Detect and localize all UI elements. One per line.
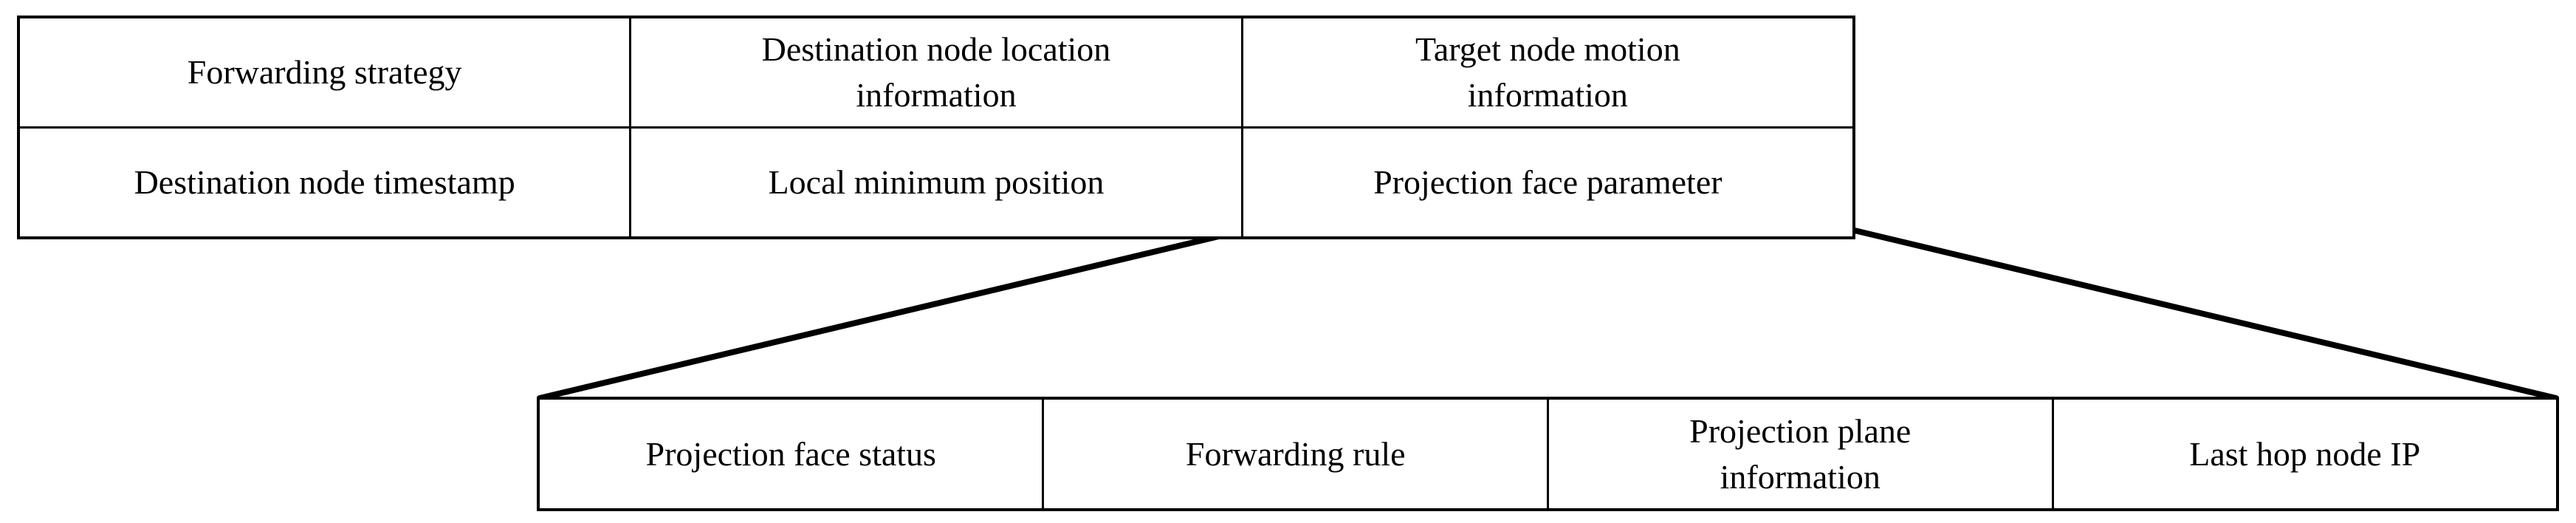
cell-text: Destination node location [761, 30, 1111, 68]
header-table-row-1: Forwarding strategy Destination node loc… [17, 16, 1855, 129]
cell-destination-node-timestamp: Destination node timestamp [17, 126, 632, 239]
cell-text: Forwarding strategy [187, 53, 462, 91]
left-connector-line [537, 228, 1246, 401]
projection-face-parameter-expanded-table: Projection face status Forwarding rule P… [537, 397, 2559, 511]
cell-forwarding-rule: Forwarding rule [1042, 397, 1549, 511]
cell-text: Projection face parameter [1373, 163, 1723, 201]
cell-projection-plane-information: Projection plane information [1546, 397, 2054, 511]
cell-projection-face-parameter: Projection face parameter [1240, 126, 1855, 239]
cell-destination-node-location-information: Destination node location information [629, 16, 1243, 129]
cell-target-node-motion-information: Target node motion information [1240, 16, 1855, 129]
header-fields-table: Forwarding strategy Destination node loc… [17, 16, 1855, 239]
cell-text: Destination node timestamp [134, 163, 515, 201]
right-connector-line [1852, 228, 2559, 401]
cell-text: Projection face status [645, 434, 936, 473]
cell-local-minimum-position: Local minimum position [629, 126, 1243, 239]
header-table-row-2: Destination node timestamp Local minimum… [17, 126, 1855, 239]
cell-text: Local minimum position [768, 163, 1105, 201]
cell-forwarding-strategy: Forwarding strategy [17, 16, 632, 129]
cell-projection-face-status: Projection face status [537, 397, 1045, 511]
cell-text: Target node motion [1415, 30, 1680, 68]
cell-text: information [856, 76, 1017, 114]
cell-text: Last hop node IP [2189, 434, 2421, 473]
cell-text: information [1467, 76, 1628, 114]
cell-text: information [1720, 457, 1881, 496]
expanded-table-row: Projection face status Forwarding rule P… [537, 397, 2559, 511]
cell-text: Projection plane [1689, 411, 1912, 450]
cell-text: Forwarding rule [1185, 434, 1406, 473]
cell-last-hop-node-ip: Last hop node IP [2051, 397, 2559, 511]
